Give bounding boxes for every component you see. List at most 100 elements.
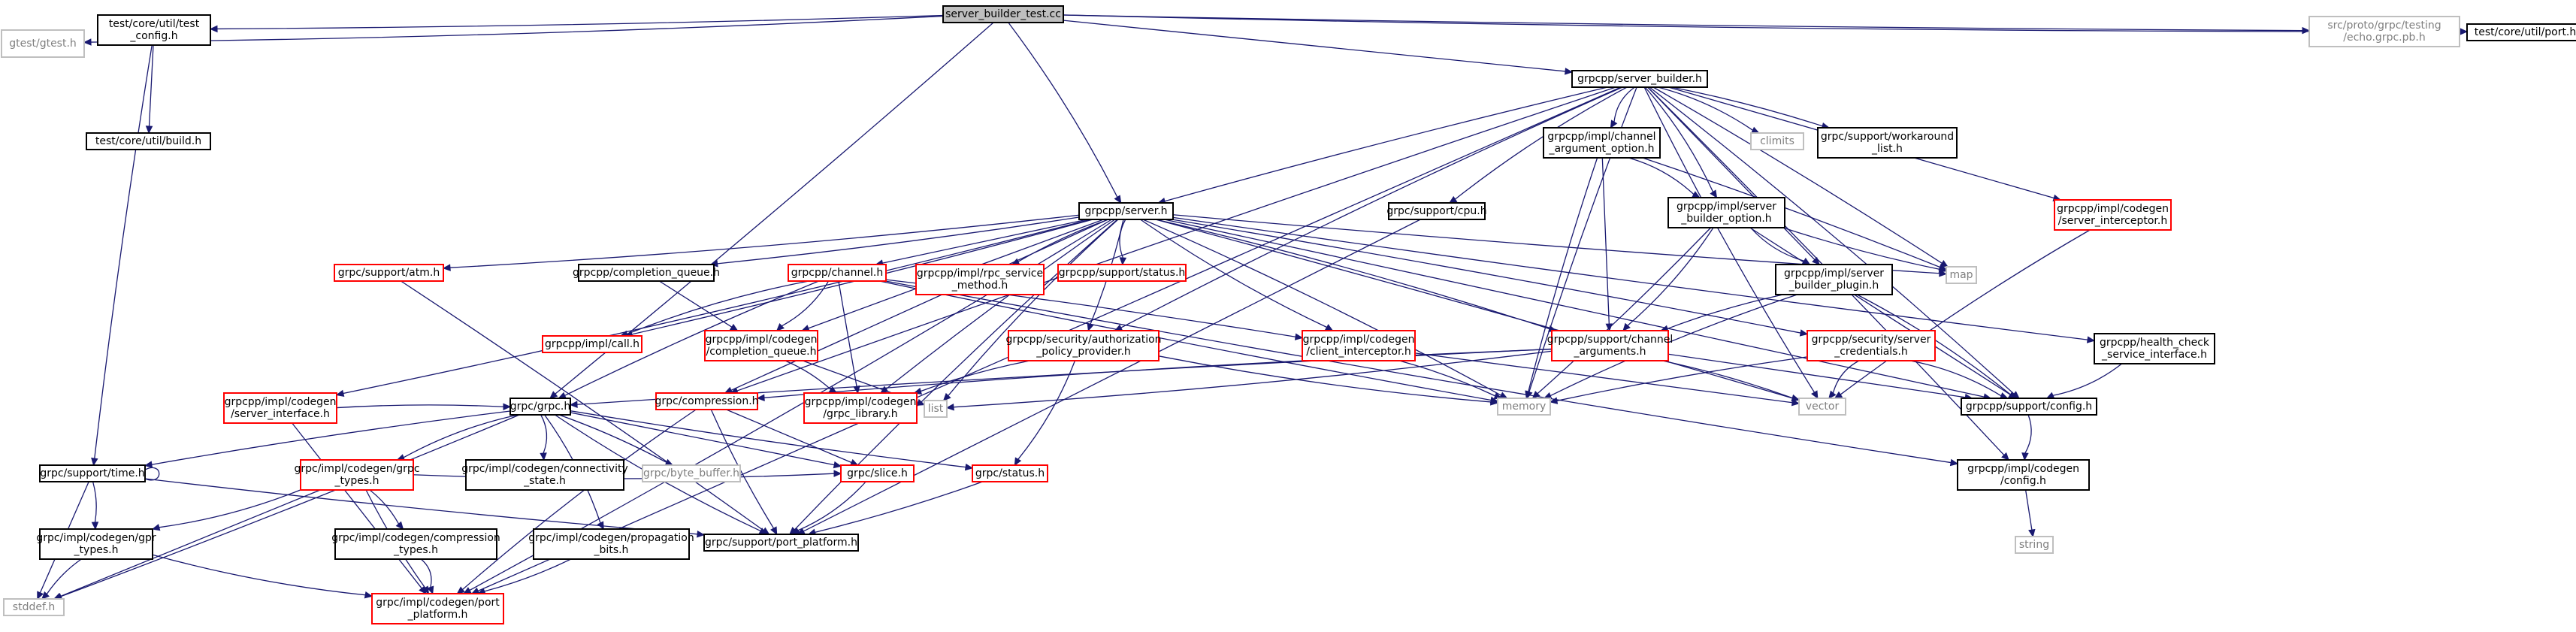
node-test_config[interactable]: test/core/util/test_config.h xyxy=(97,14,211,46)
node-box xyxy=(1057,264,1187,282)
node-label: grpcpp/impl/server xyxy=(1677,201,1776,213)
edge-compression_h-to-codegen_port_platform xyxy=(456,409,697,594)
node-support_config[interactable]: grpcpp/support/config.h xyxy=(1961,398,2097,416)
node-label: grpcpp/server.h xyxy=(1084,205,1167,217)
node-box xyxy=(1008,330,1160,361)
node-propagation_bits[interactable]: grpc/impl/codegen/propagation_bits.h xyxy=(528,528,694,560)
node-label: grpcpp/impl/codegen xyxy=(225,396,337,408)
node-health_check[interactable]: grpcpp/health_check_service_interface.h xyxy=(2094,333,2215,364)
node-box xyxy=(1302,330,1416,361)
node-label: list xyxy=(928,403,944,415)
node-label: grpc/support/time.h xyxy=(40,467,144,479)
node-grpc_library[interactable]: grpcpp/impl/codegen/grpc_library.h xyxy=(803,392,918,424)
node-grpc_h[interactable]: grpc/grpc.h xyxy=(509,398,571,416)
edge-server_interface-to-grpc_h xyxy=(336,403,512,411)
edge-channel_arguments-to-list xyxy=(945,350,1553,411)
node-box xyxy=(2094,333,2215,364)
node-label: grpc/support/atm.h xyxy=(338,267,440,279)
node-gpr_types[interactable]: grpc/impl/codegen/gpr_types.h xyxy=(36,528,156,560)
edge-server_credentials-to-memory xyxy=(1549,356,1808,404)
node-codegen_port_platform[interactable]: grpc/impl/codegen/port_platform.h xyxy=(371,593,504,624)
node-label: stddef.h xyxy=(13,601,55,613)
node-label: grpc/support/port_platform.h xyxy=(705,537,857,549)
node-box xyxy=(578,264,715,282)
node-box xyxy=(1078,202,1174,220)
node-channel_arg_opt[interactable]: grpcpp/impl/channel_argument_option.h xyxy=(1543,127,1661,159)
node-completion_queue_h[interactable]: grpcpp/completion_queue.h xyxy=(573,264,720,282)
node-label: map xyxy=(1949,269,1973,281)
node-box xyxy=(334,264,444,282)
node-box xyxy=(223,392,337,424)
edge-codegen_config-to-string xyxy=(2024,489,2036,538)
node-workaround[interactable]: grpc/support/workaround_list.h xyxy=(1817,127,1958,159)
node-label: grpc/status.h xyxy=(975,467,1045,479)
node-label: grpcpp/completion_queue.h xyxy=(573,267,720,279)
edge-grpc_h-to-byte_buffer xyxy=(558,414,674,466)
node-label: _types.h xyxy=(74,544,119,556)
node-box xyxy=(97,14,211,46)
node-server_h[interactable]: grpcpp/server.h xyxy=(1078,202,1174,220)
node-rpc_service_method[interactable]: grpcpp/impl/rpc_service_method.h xyxy=(915,264,1045,295)
node-gtest: gtest/gtest.h xyxy=(1,29,85,58)
node-server_builder_plugin[interactable]: grpcpp/impl/server_builder_plugin.h xyxy=(1775,264,1893,295)
edge-server_builder-to-compression_h xyxy=(730,86,1616,395)
edge-root-to-gtest xyxy=(83,15,944,46)
node-build[interactable]: test/core/util/build.h xyxy=(86,132,211,150)
node-port_platform[interactable]: grpc/support/port_platform.h xyxy=(703,534,859,552)
node-channel_arguments[interactable]: grpcpp/support/channel_arguments.h xyxy=(1547,330,1673,361)
node-server_builder_option[interactable]: grpcpp/impl/server_builder_option.h xyxy=(1667,197,1785,228)
edge-auth_policy-to-memory xyxy=(1158,355,1499,406)
edge-server_builder-to-server_builder_option xyxy=(1644,86,1718,199)
node-server_builder[interactable]: grpcpp/server_builder.h xyxy=(1571,70,1708,88)
node-label: grpc/impl/codegen/propagation xyxy=(528,532,694,544)
node-connectivity[interactable]: grpc/impl/codegen/connectivity_state.h xyxy=(461,459,628,491)
node-client_interceptor[interactable]: grpcpp/impl/codegen/client_interceptor.h xyxy=(1302,330,1416,361)
node-grpc_types[interactable]: grpc/impl/codegen/grpc_types.h xyxy=(294,459,420,491)
edge-root-to-test_config xyxy=(209,14,944,33)
node-label: grpcpp/impl/codegen xyxy=(706,334,818,346)
node-map: map xyxy=(1946,266,1977,284)
node-label: grpcpp/impl/codegen xyxy=(2057,203,2169,215)
node-status_h[interactable]: grpc/status.h xyxy=(972,464,1048,482)
node-compression_types[interactable]: grpc/impl/codegen/compression_types.h xyxy=(331,528,500,560)
node-slice_h[interactable]: grpc/slice.h xyxy=(840,464,915,482)
node-box xyxy=(533,528,690,560)
node-label: grpcpp/impl/rpc_service xyxy=(917,268,1043,280)
node-label: /grpc_library.h xyxy=(823,408,897,420)
node-codegen_config[interactable]: grpcpp/impl/codegen/config.h xyxy=(1957,459,2090,491)
node-cpu_h[interactable]: grpc/support/cpu.h xyxy=(1386,202,1487,220)
node-label: _types.h xyxy=(393,544,438,556)
node-server_credentials[interactable]: grpcpp/security/server_credentials.h xyxy=(1807,330,1936,361)
edge-grpc_types-to-compression_types xyxy=(369,489,404,530)
node-box xyxy=(1775,264,1893,295)
edge-grpc_types-to-gpr_types xyxy=(151,489,301,531)
node-channel_h[interactable]: grpcpp/channel.h xyxy=(788,264,887,282)
node-call_h[interactable]: grpcpp/impl/call.h xyxy=(542,335,642,353)
node-box xyxy=(2015,536,2054,554)
node-box xyxy=(39,464,146,482)
edge-server_h-to-health_check xyxy=(1172,216,2096,343)
node-box xyxy=(704,330,818,361)
node-status_hpp[interactable]: grpcpp/support/status.h xyxy=(1057,264,1187,282)
edge-server_h-to-vector xyxy=(1155,219,1800,402)
node-compression_h[interactable]: grpc/compression.h xyxy=(655,392,759,410)
node-server_interceptor[interactable]: grpcpp/impl/codegen/server_interceptor.h xyxy=(2054,199,2172,231)
edge-root-to-echo_grpc xyxy=(1063,14,2311,35)
node-server_interface[interactable]: grpcpp/impl/codegen/server_interface.h xyxy=(223,392,337,424)
node-port_h[interactable]: test/core/util/port.h xyxy=(2466,23,2576,41)
edge-server_h-to-server_interface xyxy=(335,219,1091,398)
node-root[interactable]: server_builder_test.cc xyxy=(942,5,1064,23)
node-auth_policy[interactable]: grpcpp/security/authorization_policy_pro… xyxy=(1005,330,1162,361)
edge-slice_h-to-port_platform xyxy=(791,481,866,535)
node-byte_buffer: grpc/byte_buffer.h xyxy=(642,464,741,482)
edge-time_h-to-gpr_types xyxy=(91,481,99,531)
node-box xyxy=(334,528,497,560)
edge-channel_arg_opt-to-channel_arguments xyxy=(1601,157,1613,332)
node-box xyxy=(1388,202,1486,220)
node-box xyxy=(803,392,918,424)
node-codegen_cq[interactable]: grpcpp/impl/codegen/completion_queue.h xyxy=(704,330,818,361)
node-label: _builder_option.h xyxy=(1680,213,1771,225)
node-time_h[interactable]: grpc/support/time.h xyxy=(39,464,146,482)
node-label: /config.h xyxy=(2000,475,2046,487)
node-atm_h[interactable]: grpc/support/atm.h xyxy=(334,264,444,282)
